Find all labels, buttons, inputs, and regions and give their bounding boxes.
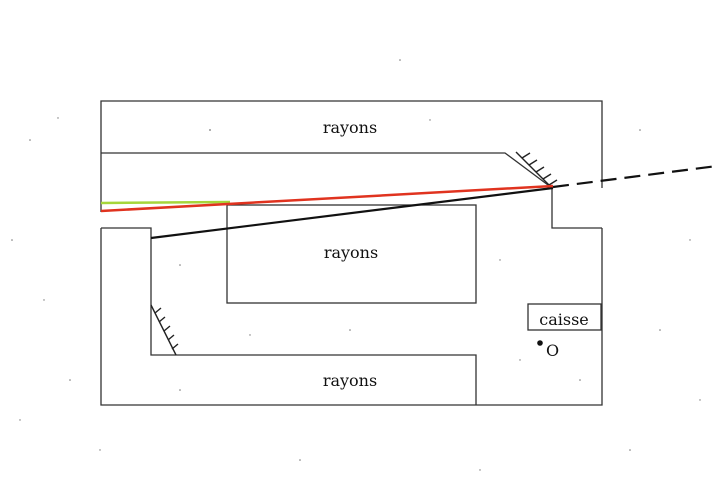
shelf-bottom-label: rayons xyxy=(323,371,377,390)
observer-label: O xyxy=(546,341,559,360)
shelf-middle-block xyxy=(226,204,477,304)
shelf-top-label: rayons xyxy=(323,118,377,137)
observer-dot xyxy=(537,340,543,346)
mirror-bottom-left xyxy=(150,304,179,356)
black-ray xyxy=(150,186,554,240)
green-ray xyxy=(100,200,231,205)
dashed-extension-ray xyxy=(552,164,717,189)
shelf-middle-label: rayons xyxy=(324,243,378,262)
mirror-top-right xyxy=(515,151,558,189)
store-walls xyxy=(100,100,603,406)
checkout-box xyxy=(527,303,602,331)
paper-speckles xyxy=(11,59,701,471)
red-ray xyxy=(100,184,554,213)
checkout-label: caisse xyxy=(539,310,589,329)
